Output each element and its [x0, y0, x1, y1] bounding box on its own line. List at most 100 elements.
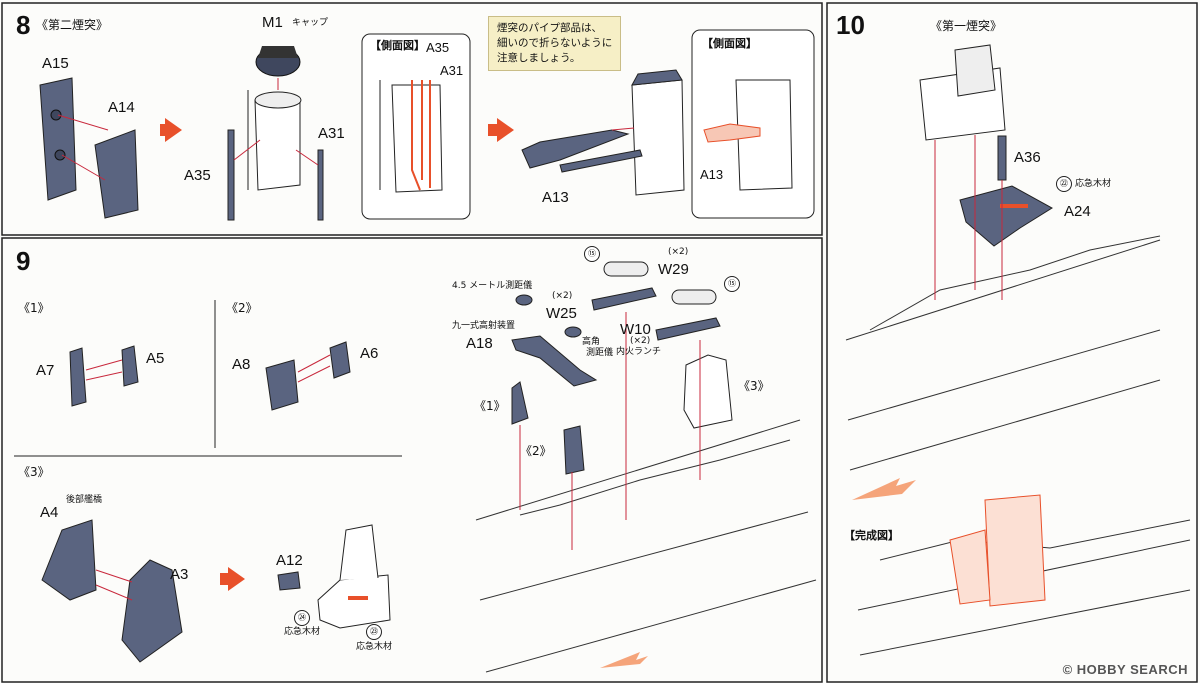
step8-number: 8: [16, 10, 31, 40]
a7-part: [69, 347, 87, 407]
w29-part: [591, 287, 657, 311]
a6-part: [329, 341, 351, 379]
sub3-title: 《3》: [18, 465, 50, 479]
a3-part: [121, 559, 183, 663]
label-a18: A18: [466, 335, 493, 352]
w29-mult: (×2): [668, 247, 689, 257]
circle-22: ㉒: [1056, 176, 1072, 192]
circle-15b: ⑮: [724, 276, 740, 292]
step9-number: 9: [16, 246, 31, 276]
step10-title: 《第一煙突》: [930, 19, 1003, 33]
a15-part: [39, 77, 77, 201]
wood-22: 応急木材: [1075, 179, 1112, 189]
a36-part: [997, 135, 1007, 181]
ship-callout-3: 《3》: [738, 379, 770, 393]
a4-caption: 後部艦橋: [66, 495, 103, 505]
rangefinder-part: [515, 294, 533, 306]
inset1-a31: A31: [440, 63, 464, 78]
label-a8: A8: [232, 356, 251, 373]
label-a5: A5: [146, 350, 165, 367]
note-line: 注意しましょう。: [497, 52, 581, 64]
label-a35: A35: [184, 167, 211, 184]
label-a4: A4: [40, 504, 59, 521]
funnel1-part: [919, 44, 1006, 141]
complete-highlight: [949, 494, 1046, 607]
inset2-highlight: [703, 123, 761, 143]
w25-mult: (×2): [552, 291, 573, 301]
step10-number: 10: [836, 10, 865, 40]
label-a14: A14: [108, 99, 135, 116]
w10-caption: 内火ランチ: [616, 347, 662, 357]
label-a31: A31: [318, 125, 345, 142]
label-m1-cap: キャップ: [292, 18, 329, 28]
circle-23: ㉓: [366, 624, 382, 640]
inset2-title: 【側面図】: [702, 37, 757, 50]
step8-panel: [1, 2, 823, 236]
step10-panel: [826, 2, 1198, 683]
label-w10: W10: [620, 321, 651, 338]
label-a7: A7: [36, 362, 55, 379]
caution-note: 煙突のパイプ部品は、 細いので折らないように 注意しましょう。: [488, 16, 622, 71]
funnel2-assembled: [631, 69, 685, 196]
inset2-box: [691, 29, 815, 219]
step10-direction-arrow: [852, 478, 916, 500]
inset1-pipes: [411, 80, 431, 191]
a31-rod: [317, 149, 324, 221]
label-a12: A12: [276, 552, 303, 569]
step9-panel: [1, 237, 823, 683]
label-a15: A15: [42, 55, 69, 72]
step8-arrow-2: [497, 118, 514, 142]
label-w29: W29: [658, 261, 689, 278]
w25-part: [564, 326, 582, 338]
m1-cap: [255, 46, 301, 77]
step9-arrow: [228, 567, 245, 591]
label-a13: A13: [542, 189, 569, 206]
a14-part: [94, 129, 139, 219]
label-m1: M1: [262, 14, 283, 31]
inset1-a35: A35: [426, 40, 450, 55]
w10-part: [655, 317, 721, 341]
wood-23: 応急木材: [356, 642, 393, 652]
a18-part: [511, 335, 598, 387]
circle-15a: ⑮: [584, 246, 600, 262]
ship-callout-2: 《2》: [520, 444, 552, 458]
w10-mult: (×2): [630, 336, 651, 346]
step8-arrow-1: [165, 118, 182, 142]
a4-part: [41, 519, 97, 601]
ship2-part: [563, 425, 585, 475]
a13-part: [521, 129, 643, 173]
ship1-part: [511, 381, 529, 425]
step9-direction-arrow: [600, 652, 648, 668]
note-line: 細いので折らないように: [497, 37, 613, 49]
inset1-box: [361, 33, 471, 220]
a5-part: [121, 345, 139, 387]
watermark: © HOBBY SEARCH: [1062, 662, 1188, 677]
a24-part: [959, 185, 1053, 247]
note-line: 煙突のパイプ部品は、: [497, 22, 602, 34]
step9-hull: [475, 419, 817, 673]
step8-title: 《第二煙突》: [36, 18, 109, 32]
ha-caption-2: 測距儀: [586, 348, 614, 358]
a8-part: [265, 359, 299, 411]
label-w25: W25: [546, 305, 577, 322]
circle-24: ㉔: [294, 610, 310, 626]
a12-part: [277, 571, 301, 591]
label-a24: A24: [1064, 203, 1091, 220]
ship3-part: [683, 354, 733, 429]
sub2-title: 《2》: [226, 301, 258, 315]
ship-callout-1: 《1》: [474, 399, 506, 413]
director-caption: 九一式高射装置: [452, 321, 516, 331]
ha-caption-1: 高角: [582, 337, 601, 347]
a35-rod: [227, 129, 235, 221]
rangefinder-caption: 4.5 メートル測距儀: [452, 281, 533, 291]
complete-title: 【完成図】: [844, 529, 899, 542]
inset1-title: 【側面図】: [370, 39, 425, 52]
label-a3: A3: [170, 566, 189, 583]
sub1-title: 《1》: [18, 301, 50, 315]
label-a36: A36: [1014, 149, 1041, 166]
step10-hull: [845, 235, 1161, 471]
funnel2-body: [247, 90, 302, 191]
aft-bridge-assembled: [317, 524, 391, 629]
